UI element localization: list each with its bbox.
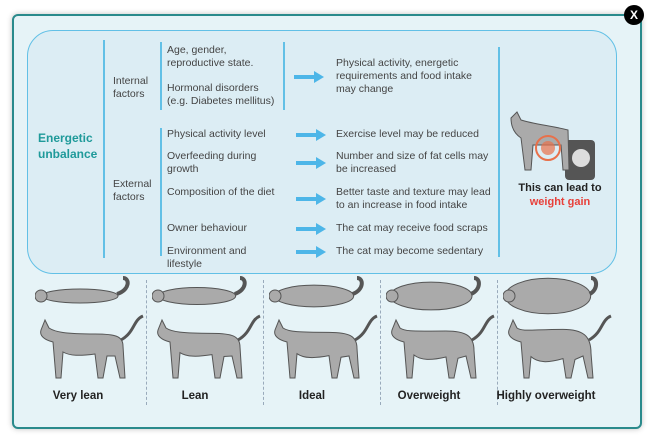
external-effect: Exercise level may be reduced <box>336 128 479 140</box>
column-divider <box>263 280 264 405</box>
bracket-internal <box>160 42 162 110</box>
internal-item: Age, gender, reproductive state. <box>167 44 254 69</box>
arrow-icon <box>296 192 326 205</box>
bracket-root <box>103 40 105 258</box>
arrow-icon <box>296 245 326 258</box>
bracket-external <box>160 128 162 256</box>
cat-top-view-icon <box>386 276 481 311</box>
cat-top-view-icon <box>35 276 130 304</box>
bracket-internal-right <box>283 42 285 110</box>
arrow-icon <box>296 222 326 235</box>
body-condition-label: Ideal <box>298 390 326 402</box>
factors-box <box>27 30 617 274</box>
column-divider <box>380 280 381 405</box>
external-effect: Number and size of fat cells may be incr… <box>336 150 489 175</box>
internal-effect: Physical activity, energetic requirement… <box>336 57 473 95</box>
close-button[interactable]: X <box>624 5 644 25</box>
bracket-result <box>498 47 500 257</box>
arrow-icon <box>296 128 326 141</box>
internal-label: Internal factors <box>113 75 149 100</box>
body-condition-label: Lean <box>181 390 209 402</box>
root-label: Energetic unbalance <box>38 131 98 161</box>
external-factor: Environment and lifestyle <box>167 245 247 270</box>
external-factor: Overfeeding during growth <box>167 150 257 175</box>
cat-side-view-icon <box>157 314 261 379</box>
external-label: External factors <box>113 178 152 203</box>
arrow-icon <box>294 70 324 83</box>
column-divider <box>146 280 147 405</box>
body-condition-label: Very lean <box>52 390 104 402</box>
cat-side-view-icon <box>508 314 612 379</box>
internal-item: Hormonal disorders (e.g. Diabetes mellit… <box>167 82 275 107</box>
external-effect: Better taste and texture may lead to an … <box>336 186 491 211</box>
external-factor: Composition of the diet <box>167 186 275 198</box>
cat-side-view-icon <box>40 314 144 379</box>
external-effect: The cat may receive food scraps <box>336 222 488 234</box>
cat-side-view-icon <box>274 314 378 379</box>
cat-side-view-icon <box>391 314 495 379</box>
cat-top-view-icon <box>269 276 364 308</box>
result-text: This can lead to <box>518 182 602 194</box>
external-factor: Owner behaviour <box>167 222 247 234</box>
body-condition-label: Highly overweight <box>496 390 596 402</box>
cat-on-scale-illustration <box>510 111 595 180</box>
cat-top-view-icon <box>152 276 247 306</box>
result-highlight: weight gain <box>529 196 591 208</box>
cat-top-view-icon <box>503 276 599 315</box>
arrow-icon <box>296 156 326 169</box>
body-condition-label: Overweight <box>397 390 461 402</box>
external-factor: Physical activity level <box>167 128 266 140</box>
column-divider <box>497 280 498 405</box>
external-effect: The cat may become sedentary <box>336 245 484 257</box>
